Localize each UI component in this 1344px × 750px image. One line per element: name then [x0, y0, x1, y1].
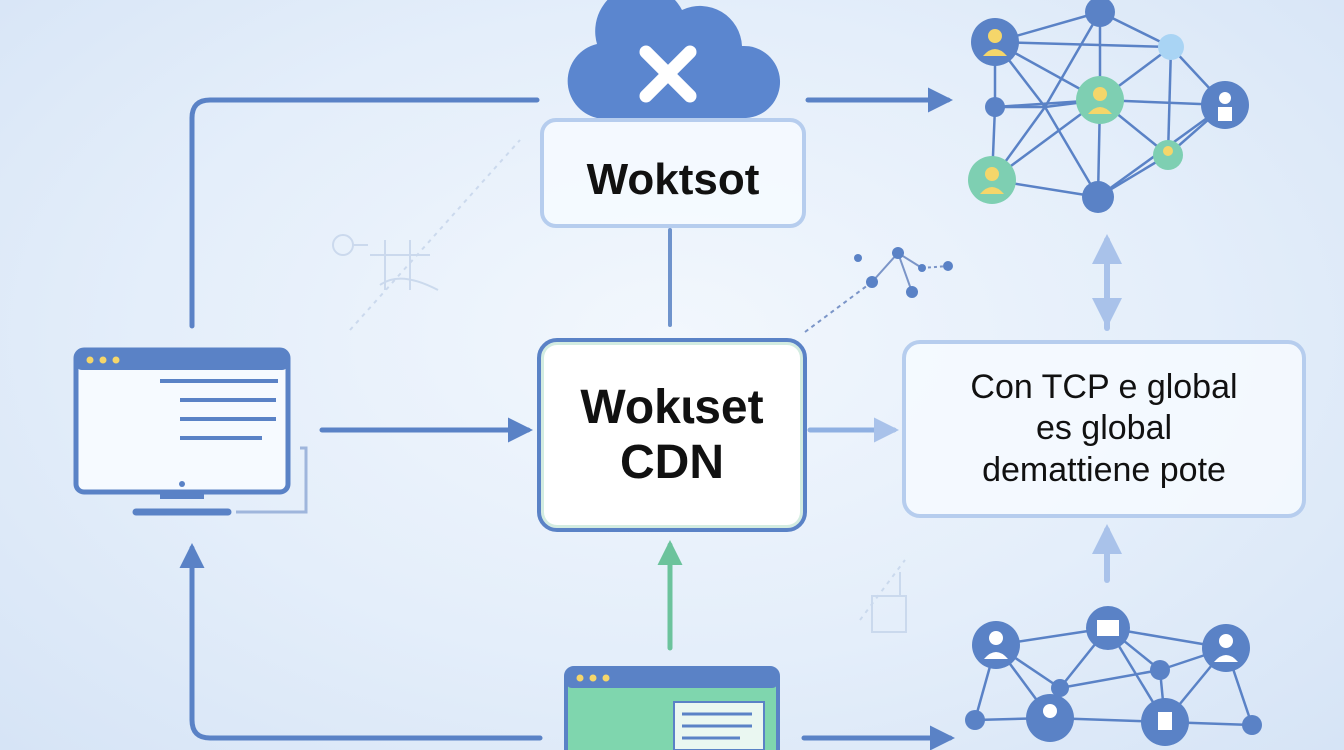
network-node-user: [971, 18, 1019, 66]
network-node-user: [1076, 76, 1124, 124]
user-network-icon: [965, 606, 1262, 746]
network-node-user: [1141, 698, 1189, 746]
network-node-user: [1201, 81, 1249, 129]
network-node-user: [968, 156, 1016, 204]
desktop-monitor-icon: [73, 347, 308, 516]
cloud-x-icon: [567, 0, 781, 118]
user-network-icon: [968, 0, 1249, 213]
network-node-group: [1086, 606, 1130, 650]
description-line: es global: [1035, 409, 1173, 448]
browser-window-icon: [564, 666, 780, 750]
cdn-box-subtitle: CDN: [620, 436, 724, 489]
woktsot-box: Woktsot: [540, 118, 806, 228]
network-node-user: [1202, 624, 1250, 672]
network-node-user: [972, 621, 1020, 669]
description-line: demattiene pote: [982, 450, 1226, 489]
background-sketch: [332, 139, 907, 633]
network-node-user: [1153, 140, 1183, 170]
global-description-box: Con TCP e global es global demattiene po…: [902, 340, 1306, 518]
cdn-box-title: Wokɩset: [580, 380, 764, 434]
description-line: Con TCP e global: [970, 367, 1238, 406]
network-node-user: [1026, 694, 1074, 742]
woktsot-label: Woktsot: [586, 155, 760, 204]
cdn-box: Wokɩset CDN: [537, 338, 807, 532]
scatter-nodes-decoration: [804, 247, 953, 333]
connectors: [179, 87, 1122, 750]
connector-monitor-to-cloud: [189, 97, 540, 329]
arrow-monitor-bottom-loop: [179, 543, 543, 741]
